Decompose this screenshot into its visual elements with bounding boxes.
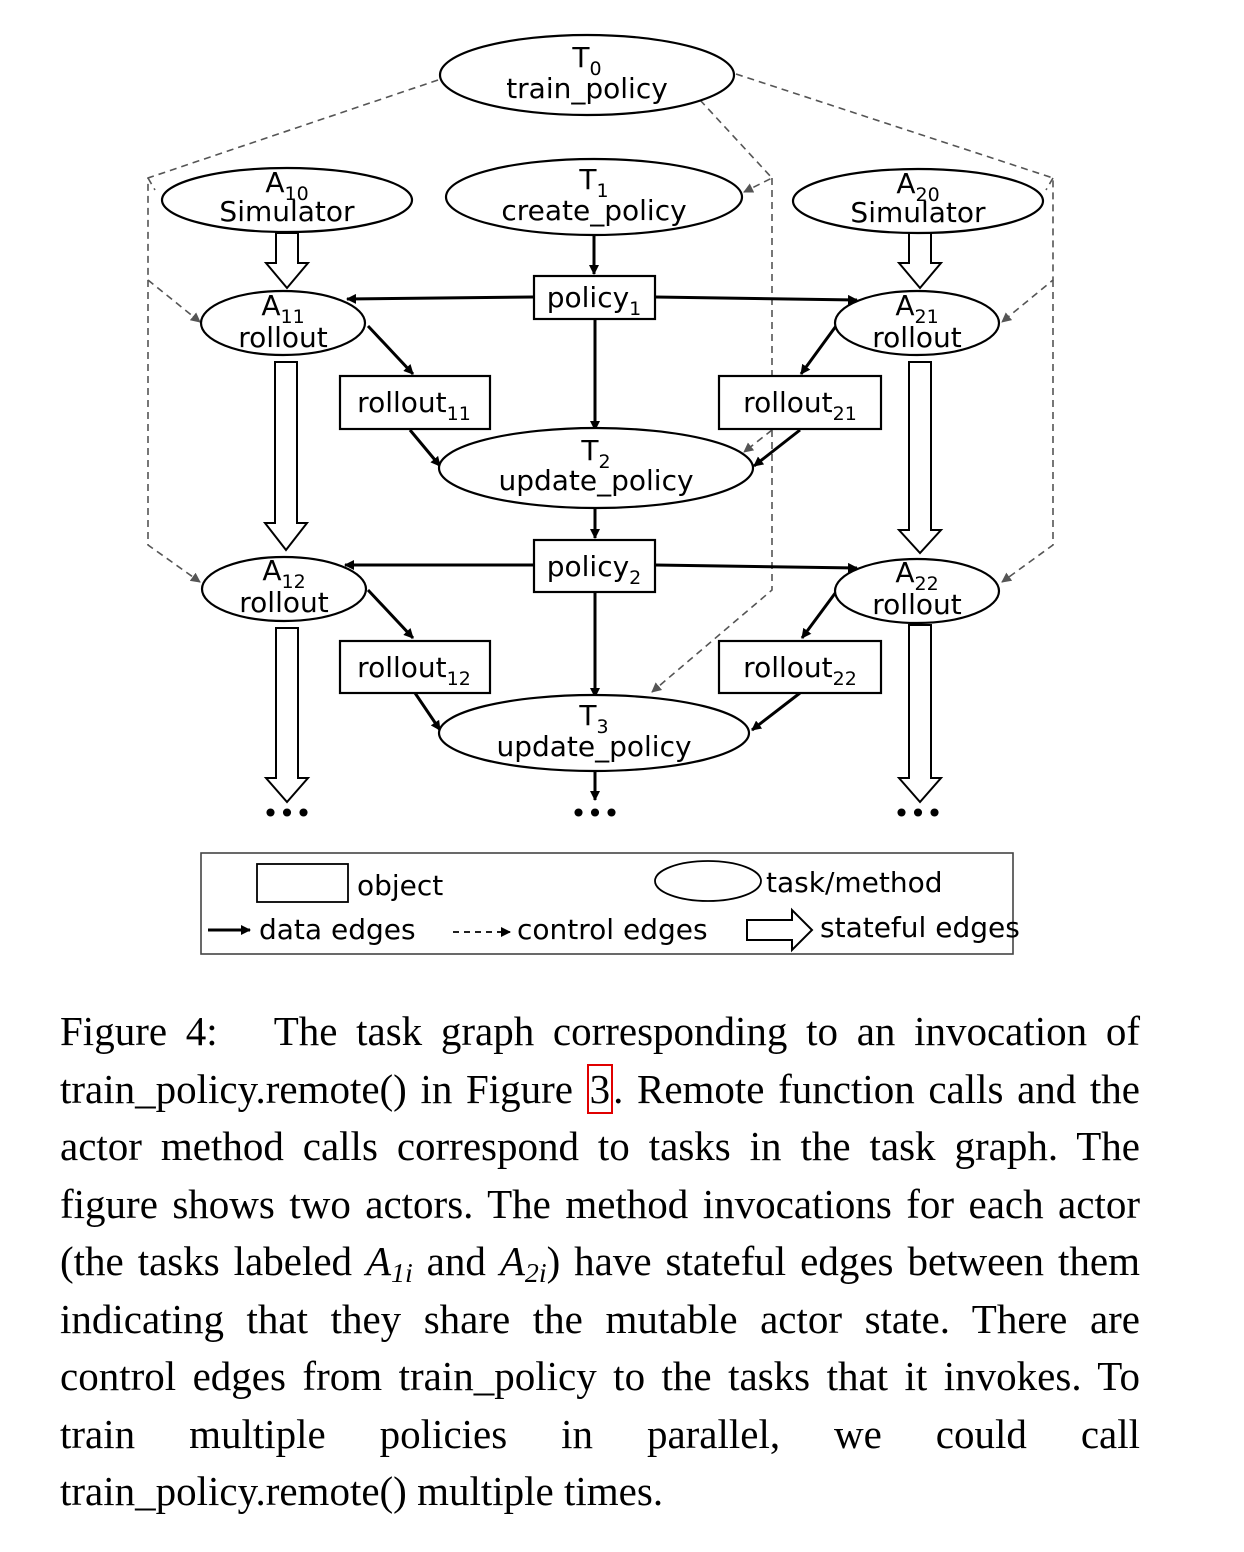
control-edge-t0-a10: [147, 177, 156, 191]
svg-text:A11: A11: [261, 289, 304, 328]
stateful-edge-a12-next: [263, 627, 311, 804]
caption-label: Figure 4:: [60, 1008, 218, 1054]
node-t3-label: update_policy: [496, 730, 691, 763]
svg-text:policy2: policy2: [547, 550, 642, 589]
object-rollout22: rollout22: [717, 639, 883, 695]
node-t2: T2 update_policy: [437, 426, 755, 510]
node-t3: T3 update_policy: [437, 693, 751, 773]
node-a22: A22 rollout: [833, 556, 1001, 625]
object-rollout12: rollout12: [338, 639, 492, 695]
svg-text:T0: T0: [571, 41, 601, 80]
data-edge-a21-rollout21: [799, 325, 838, 375]
node-a22-label: rollout: [872, 588, 961, 621]
legend-control-label: control edges: [517, 913, 708, 946]
legend-stateful-label: stateful edges: [820, 911, 1020, 944]
legend-object-label: object: [357, 869, 443, 902]
data-edge-rollout11-t2: [408, 429, 442, 467]
caption-a1-symbol: A1i: [365, 1238, 413, 1289]
caption-a2-symbol: A2i: [499, 1238, 547, 1289]
object-rollout11: rollout11: [338, 374, 492, 431]
data-edge-rollout21-t2: [753, 428, 801, 468]
object-policy2: policy2: [532, 538, 657, 594]
node-a11: A11 rollout: [199, 289, 367, 357]
node-t0-label: train_policy: [506, 72, 668, 105]
svg-text:T1: T1: [578, 163, 608, 202]
data-edge-a12-rollout12: [366, 588, 415, 640]
data-edge-policy1-a11: [346, 293, 534, 304]
svg-text:rollout22: rollout22: [743, 651, 857, 690]
data-edge-policy1-a21: [654, 294, 858, 305]
node-a12: A12 rollout: [200, 554, 368, 623]
stateful-edges: [262, 232, 944, 804]
svg-text:rollout11: rollout11: [357, 386, 471, 425]
stateful-edge-a11-a12: [262, 361, 310, 552]
node-a21: A21 rollout: [833, 289, 1001, 357]
caption-text-2: . Remote function calls and the actor me…: [60, 1065, 1140, 1285]
figure-caption: Figure 4: The task graph corresponding t…: [60, 1003, 1140, 1521]
node-a12-label: rollout: [239, 586, 328, 619]
object-rollout21: rollout21: [717, 374, 883, 431]
caption-text-3: ) have stateful edges between them indic…: [60, 1238, 1140, 1514]
svg-text:T3: T3: [578, 699, 608, 738]
task-graph-diagram: T0 train_policy T1 create_policy A10 Sim…: [147, 33, 1054, 955]
control-edge-t0-a22: [1001, 280, 1054, 583]
node-a20-label: Simulator: [850, 196, 986, 229]
data-edge-a22-rollout22: [800, 591, 838, 639]
stateful-edge-a21-a22: [896, 361, 944, 555]
legend-object-symbol: [256, 863, 349, 903]
legend: object task/method data edges control ed…: [200, 852, 1020, 955]
svg-text:rollout21: rollout21: [743, 386, 857, 425]
node-t0: T0 train_policy: [438, 33, 736, 117]
control-edge-t0-a21: [735, 73, 1054, 323]
svg-text:policy1: policy1: [547, 281, 642, 320]
legend-stateful-symbol: [746, 907, 814, 953]
svg-text:A10: A10: [265, 166, 308, 205]
data-edge-policy2-a22: [654, 562, 858, 573]
caption-and: and: [412, 1238, 500, 1284]
svg-text:A20: A20: [896, 167, 939, 206]
continuation-left: •••: [262, 797, 312, 830]
data-edges: [344, 232, 858, 801]
legend-task-symbol: [654, 860, 762, 902]
object-policy1: policy1: [532, 274, 657, 321]
legend-task-label: task/method: [766, 866, 943, 899]
caption-text-1: The task graph corresponding to an invoc…: [60, 1008, 1140, 1112]
svg-text:A12: A12: [262, 554, 305, 593]
continuation-right: •••: [893, 797, 943, 830]
node-a10-label: Simulator: [219, 195, 355, 228]
data-edge-a11-rollout11: [366, 324, 415, 376]
stateful-edge-a20-a21: [896, 232, 944, 290]
node-a10: A10 Simulator: [160, 166, 414, 234]
svg-text:A22: A22: [895, 556, 938, 595]
stateful-edge-a10-a11: [263, 232, 311, 290]
node-a21-label: rollout: [872, 321, 961, 354]
continuation-center: •••: [570, 797, 620, 830]
svg-text:A21: A21: [895, 289, 938, 328]
node-t1-label: create_policy: [501, 194, 686, 227]
control-edge-t0-a20: [1045, 177, 1054, 191]
control-edge-t0-a12: [147, 280, 201, 583]
stateful-edge-a22-next: [896, 624, 944, 804]
figure-3-reference-link[interactable]: 3: [586, 1063, 614, 1114]
control-edge-t0-t3: [651, 430, 773, 693]
data-edge-rollout22-t3: [751, 691, 801, 732]
node-a11-label: rollout: [238, 321, 327, 354]
svg-text:T2: T2: [580, 434, 610, 473]
node-a20: A20 Simulator: [791, 167, 1045, 235]
legend-data-label: data edges: [259, 913, 416, 946]
node-t1: T1 create_policy: [444, 157, 744, 237]
node-t2-label: update_policy: [498, 464, 693, 497]
svg-text:rollout12: rollout12: [357, 651, 471, 690]
data-edge-rollout12-t3: [413, 692, 442, 731]
